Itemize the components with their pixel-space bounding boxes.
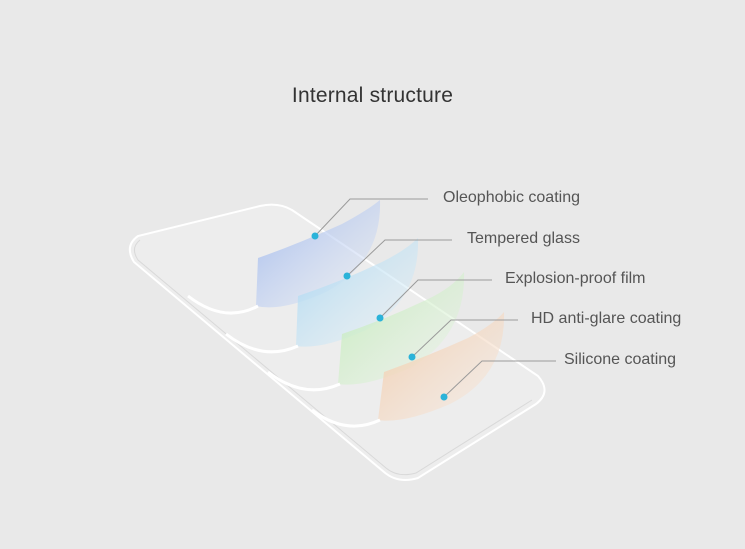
leader-line-anti-glare: [411, 319, 518, 358]
marker-dot-oleophobic: [311, 232, 319, 240]
leader-line-tempered: [346, 239, 452, 277]
leader-line-explosion-proof: [379, 279, 492, 319]
layer-film-oleophobic: [187, 200, 381, 315]
glass-panel-edge: [134, 239, 533, 476]
page-title: Internal structure: [291, 84, 454, 107]
marker-dot-explosion-proof: [376, 314, 384, 322]
label-explosion-proof-film: Explosion-proof film: [505, 270, 646, 287]
label-tempered-glass: Tempered glass: [467, 230, 580, 247]
marker-dot-tempered: [343, 272, 351, 280]
label-oleophobic-coating: Oleophobic coating: [443, 189, 580, 206]
marker-dot-anti-glare: [408, 353, 416, 361]
label-hd-anti-glare-coating: HD anti-glare coating: [531, 310, 682, 327]
marker-dot-silicone: [440, 393, 448, 401]
glass-panel: [128, 203, 546, 481]
layer-film-tempered: [225, 238, 419, 354]
layer-film-explosion-proof: [267, 272, 465, 392]
leader-line-oleophobic: [314, 198, 428, 237]
layer-film-anti-glare: [311, 312, 505, 428]
label-silicone-coating: Silicone coating: [564, 351, 677, 368]
leader-line-silicone: [443, 360, 556, 398]
